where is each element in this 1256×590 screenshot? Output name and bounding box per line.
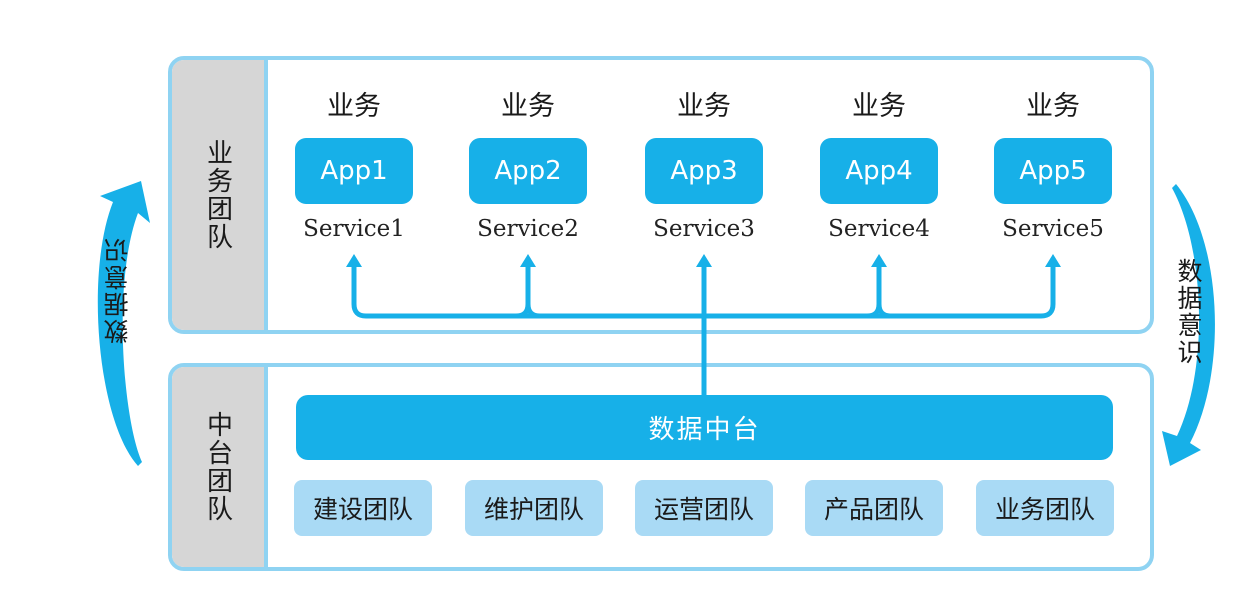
business-label-2: 业务 [501, 91, 555, 122]
team-product: 产品团队 [805, 480, 943, 536]
business-label-3: 业务 [677, 91, 731, 122]
service2-label: Service2 [477, 216, 579, 242]
app1-box: App1 [295, 138, 413, 204]
left-arrow-label: 数据意识 [103, 236, 132, 344]
right-arrow-label: 数据意识 [1174, 258, 1203, 366]
service4-label: Service4 [828, 216, 930, 242]
platform-team-sidebar: 中台团队 [172, 367, 268, 567]
team-business: 业务团队 [976, 480, 1114, 536]
app2-box: App2 [469, 138, 587, 204]
data-platform-bar: 数据中台 [296, 395, 1113, 460]
business-label-1: 业务 [327, 91, 381, 122]
app5-box: App5 [994, 138, 1112, 204]
business-label-5: 业务 [1026, 91, 1080, 122]
team-maintenance: 维护团队 [465, 480, 603, 536]
business-label-4: 业务 [852, 91, 906, 122]
service5-label: Service5 [1002, 216, 1104, 242]
team-operations: 运营团队 [635, 480, 773, 536]
app3-box: App3 [645, 138, 763, 204]
business-team-label: 业务团队 [202, 139, 233, 251]
app4-box: App4 [820, 138, 938, 204]
business-team-sidebar: 业务团队 [172, 60, 268, 330]
service3-label: Service3 [653, 216, 755, 242]
team-construction: 建设团队 [294, 480, 432, 536]
platform-team-label: 中台团队 [202, 411, 233, 523]
service1-label: Service1 [303, 216, 405, 242]
